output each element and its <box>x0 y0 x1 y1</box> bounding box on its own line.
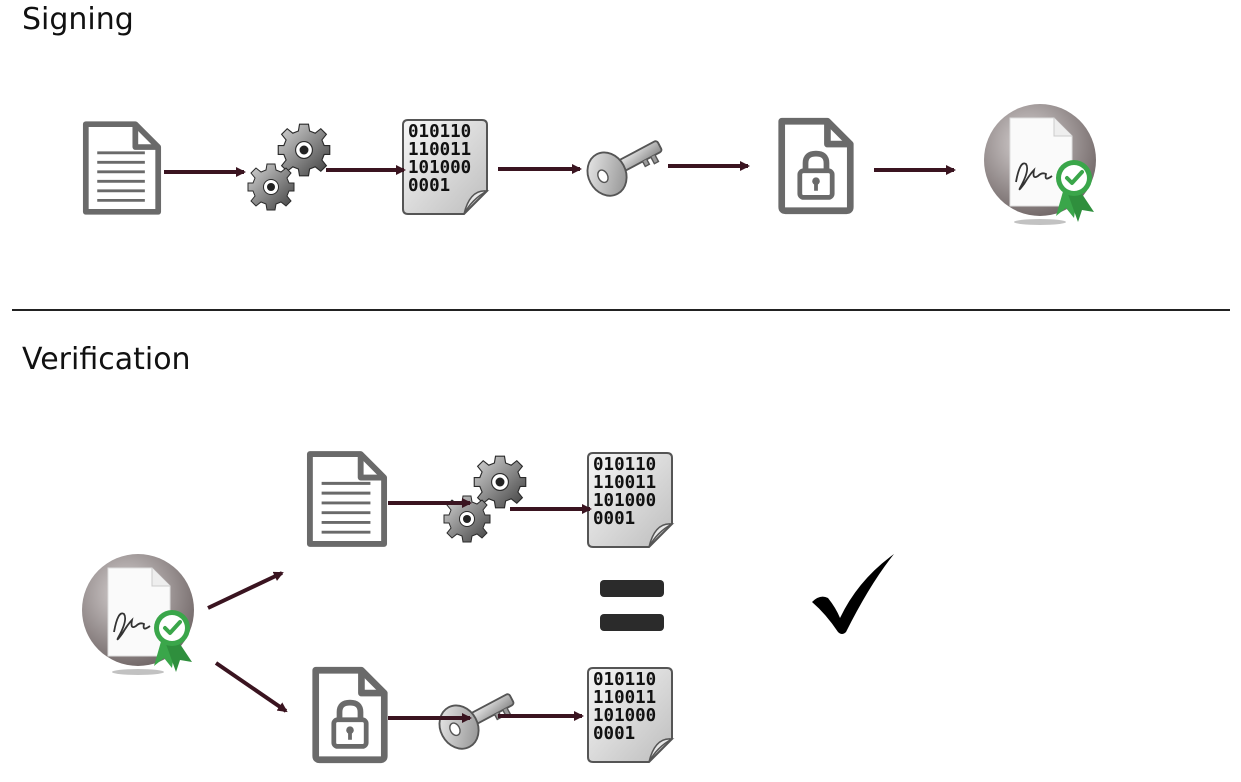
arrow <box>214 661 288 713</box>
binary-hash-icon: 010110 110011 101000 0001 <box>585 450 675 550</box>
verification-title: Verification <box>22 342 191 377</box>
equals-icon <box>600 614 664 631</box>
section-divider <box>12 309 1230 311</box>
binary-text: 010110 110011 101000 0001 <box>408 122 472 196</box>
checkmark-icon <box>812 554 894 634</box>
binary-text: 010110 110011 101000 0001 <box>593 670 657 744</box>
binary-text: 010110 110011 101000 0001 <box>593 455 657 529</box>
binary-hash-icon: 010110 110011 101000 0001 <box>400 117 490 217</box>
equals-icon <box>600 580 664 597</box>
binary-hash-icon: 010110 110011 101000 0001 <box>585 665 675 765</box>
signing-title: Signing <box>22 2 134 37</box>
arrow <box>207 571 284 610</box>
